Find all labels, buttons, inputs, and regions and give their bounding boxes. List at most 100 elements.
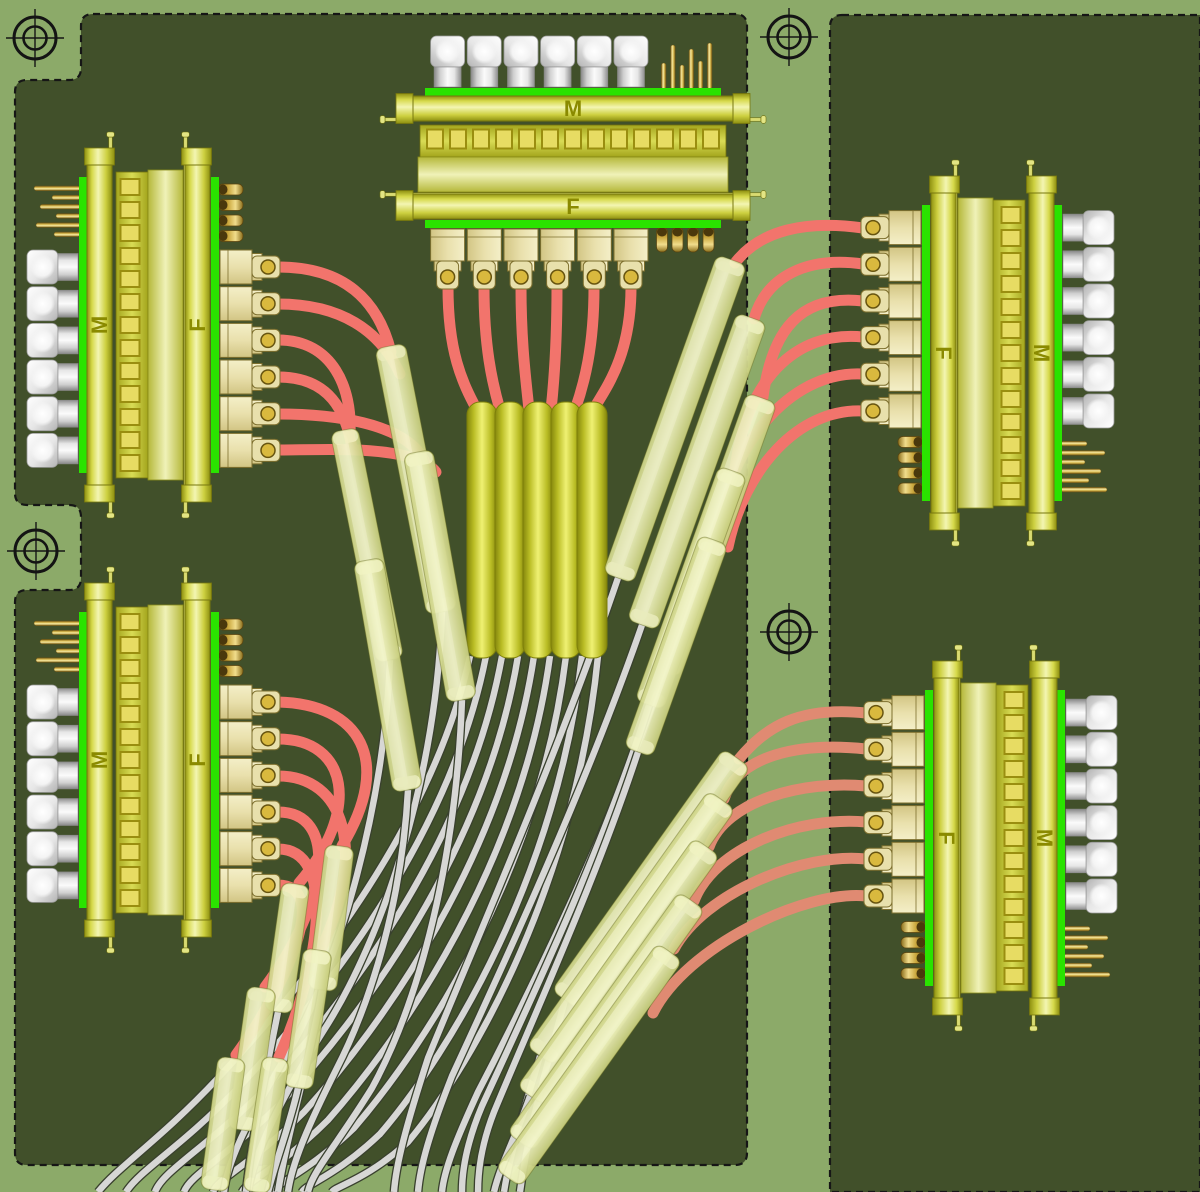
wire-seal-cap [1065,805,1118,840]
sleeve-end-cap [393,775,421,791]
rear-pin [35,657,81,663]
heatshrink-sleeve [200,1056,246,1192]
male-shell: M [395,93,751,124]
crimp-terminal [863,768,925,804]
terminal-block [219,396,253,432]
terminal-ring [868,704,884,721]
crimp-barrel-opening [916,968,926,979]
shell-end-tab [732,93,751,124]
crimp-terminal [219,684,281,720]
cap-cylinder [1062,323,1084,352]
cap-dome [30,437,55,463]
sleeve-end-cap [218,1058,244,1073]
contact-window-pin [1005,808,1023,822]
cap-dome [30,401,55,427]
contact-window-pin [1005,693,1023,707]
shell-end-tab [84,919,115,938]
female-green-strip [211,177,219,473]
crimp-barrel-opening [703,227,714,237]
contact-window-pin [612,130,626,148]
red-wire [272,696,373,852]
cap-cylinder [57,253,79,281]
red-wire [647,890,872,1019]
spare-crimp-contact [656,226,668,253]
contact-window-pin [1005,900,1023,914]
crimp-terminal [860,283,922,319]
sleeve-highlight [502,950,667,1174]
terminal-ring [865,403,881,419]
shell-end-tab [84,582,115,601]
jackscrew-tip [181,512,190,519]
sleeve-end-cap [326,846,353,861]
crimp-barrel-opening [218,635,228,645]
contact-window-pin [1002,346,1020,360]
red-wire [748,256,869,325]
crimp-terminal [863,695,925,731]
gray-wire-core [209,655,538,1192]
shell-body [184,599,211,921]
crimp-terminal [219,322,281,358]
contact-window-pin [1005,831,1023,845]
cap-dome [618,39,644,64]
crimp-barrel-opening [218,184,228,195]
terminal-ring [476,269,493,285]
sleeve-highlight [524,845,704,1092]
wire-seal-cap [1062,246,1115,282]
terminal-block [219,831,253,867]
jackscrew-tip [106,566,115,573]
sleeve-end-cap [499,1160,526,1183]
sleeve-end-cap [447,685,475,701]
sleeve-end-cap [303,950,330,965]
wire-seal-cap [26,831,79,867]
contact-window-pin [121,730,139,744]
red-wire [733,706,872,765]
shell-end-tab [84,147,115,166]
contact-window-pin [566,130,580,148]
cap-dome [30,364,55,390]
cap-dome [1089,700,1114,726]
crimp-barrel-opening [218,215,228,226]
male-label: M [1029,344,1054,362]
cap-dome [1089,810,1114,836]
contact-window-pin [121,433,139,447]
contact-window-pin [1002,208,1020,222]
spare-crimp-contact [217,183,244,196]
cap-dome [545,39,571,64]
rear-pin [661,62,667,90]
jackscrew-tip [1029,644,1038,651]
male-label: M [1032,829,1057,847]
male-label: M [87,751,112,769]
shell-end-tab [395,93,414,124]
terminal-block [466,228,502,262]
cap-dome [1089,773,1114,799]
terminal-block [613,228,649,262]
terminal-ring [865,219,881,236]
terminal-block [891,695,925,731]
red-wire [442,281,483,416]
crosshair-inner-circle [776,24,802,50]
connector-pair-top-center: MF [379,35,767,290]
male-shell: M [1029,660,1060,1016]
wire-seal-cap [1062,210,1115,245]
wire-seal-cap [503,35,539,88]
crosshair-outer-circle [13,528,59,574]
sleeve-end-cap [627,736,654,754]
crimp-barrel-opening [218,650,228,661]
contact-window-pin [1005,946,1023,960]
terminal-ring [260,259,276,275]
cap-cylinder [1062,213,1084,242]
red-wire [545,281,563,416]
cap-cylinder [57,326,79,355]
contact-window-pin [1005,923,1023,937]
crosshair-outer-circle [766,14,812,60]
male-shell: M [1026,175,1057,531]
cap-dome [30,726,55,752]
sleeve-end-cap [717,469,744,487]
contact-window-pin [1005,969,1023,983]
registration-mark [6,9,64,67]
female-shell: F [932,660,963,1016]
terminal-ring [260,405,276,422]
terminal-ring [260,804,276,820]
shell-end-tab [1029,660,1060,679]
